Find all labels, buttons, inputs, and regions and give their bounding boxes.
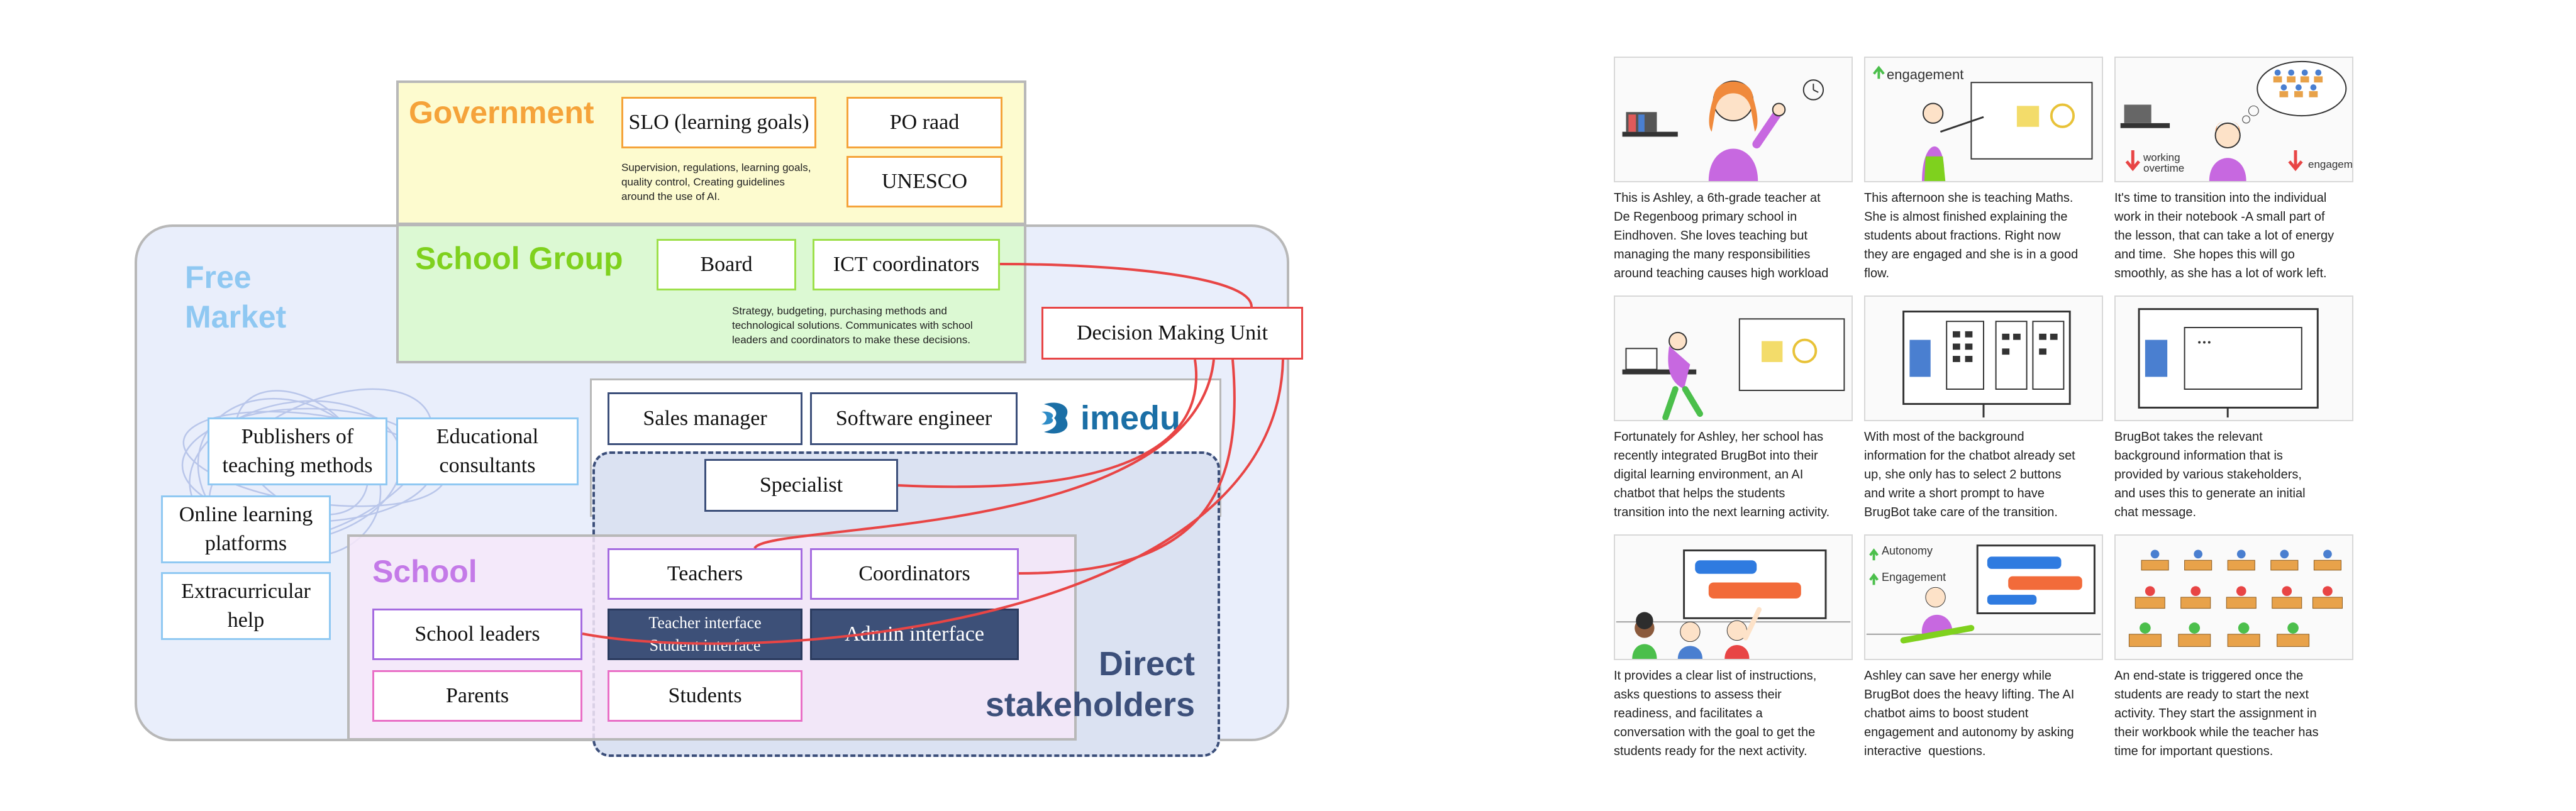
storyboard-caption-4: Fortunately for Ashley, her school has r… [1614, 430, 1830, 519]
storyboard-caption-7: It provides a clear list of instructions… [1614, 669, 1817, 758]
engagement-down-sketch-label: engagement [2308, 158, 2353, 170]
storyboard-panel-2: engagement [1864, 57, 2103, 182]
school-title: School [372, 554, 477, 589]
ashley-relaxing-sketch [1866, 536, 2101, 659]
storyboard-panel-1 [1614, 57, 1853, 182]
po-raad-box: PO raad [847, 97, 1002, 148]
storyboard-caption-3: It's time to transition into the individ… [2114, 191, 2334, 280]
slo-box: SLO (learning goals) [621, 97, 816, 148]
teachers-box: Teachers [608, 548, 802, 600]
storyboard-panel-7 [1614, 534, 1853, 660]
educational-consultants-box: Educational consultants [396, 417, 579, 485]
teacher-student-interface-box: Teacher interface Student interface [608, 609, 802, 660]
extracurricular-box: Extracurricular help [161, 572, 331, 640]
storyboard-panel-3: working overtime engagement [2114, 57, 2353, 182]
teaching-maths-sketch [1866, 58, 2101, 181]
government-title: Government [409, 95, 594, 130]
software-engineer-box: Software engineer [810, 392, 1018, 445]
storyboard-caption-5: With most of the background information … [1864, 430, 2075, 519]
students-chat-sketch [1616, 536, 1851, 659]
imedu-logo-icon [1041, 402, 1068, 434]
parents-box: Parents [372, 670, 582, 722]
brugbot-message-sketch [2116, 297, 2351, 420]
transition-worry-sketch [2116, 58, 2351, 181]
ashley-waving-sketch [1616, 58, 1851, 181]
admin-interface-box: Admin interface [810, 609, 1019, 660]
storyboard-caption-9: An end-state is triggered once the stude… [2114, 669, 2319, 758]
storyboard-panel-6 [2114, 295, 2353, 421]
storyboard-caption-6: BrugBot takes the relevant background in… [2114, 430, 2306, 519]
storyboard-panel-4 [1614, 295, 1853, 421]
ict-coordinators-box: ICT coordinators [813, 239, 1000, 290]
engagement-sketch-label: engagement [1887, 67, 1964, 82]
storyboard-caption-8: Ashley can save her energy while BrugBot… [1864, 669, 2075, 758]
imedu-logo: imedu [1040, 396, 1191, 440]
school-leaders-box: School leaders [372, 609, 582, 660]
brugbot-integration-sketch [1616, 297, 1851, 420]
decision-making-unit-box: Decision Making Unit [1041, 307, 1303, 360]
direct-stakeholders-title: Direct stakeholders [985, 645, 1195, 724]
imedu-logo-text: imedu [1080, 399, 1181, 437]
chatbot-setup-sketch [1866, 297, 2101, 420]
coordinators-box: Coordinators [810, 548, 1019, 600]
board-box: Board [657, 239, 796, 290]
storyboard-caption-2: This afternoon she is teaching Maths. Sh… [1864, 191, 2079, 280]
publishers-box: Publishers of teaching methods [208, 417, 387, 485]
storyboard-caption-1: This is Ashley, a 6th-grade teacher at D… [1614, 191, 1829, 280]
students-box: Students [608, 670, 802, 722]
storyboard-panel-9 [2114, 534, 2353, 660]
online-learning-box: Online learning platforms [161, 495, 331, 563]
engagement-up-sketch-label: Engagement [1882, 571, 1946, 583]
government-note: Supervision, regulations, learning goals… [621, 162, 811, 202]
unesco-box: UNESCO [847, 156, 1002, 207]
autonomy-sketch-label: Autonomy [1882, 544, 1933, 557]
specialist-box: Specialist [704, 459, 898, 512]
sales-manager-box: Sales manager [608, 392, 802, 445]
working-overtime-sketch-label: working overtime [2143, 152, 2185, 174]
free-market-title: Free Market [185, 260, 287, 334]
storyboard-panel-5 [1864, 295, 2103, 421]
school-group-note: Strategy, budgeting, purchasing methods … [732, 305, 973, 346]
school-group-title: School Group [415, 241, 623, 276]
students-workbook-sketch [2116, 536, 2351, 659]
storyboard-panel-8: Autonomy Engagement [1864, 534, 2103, 660]
